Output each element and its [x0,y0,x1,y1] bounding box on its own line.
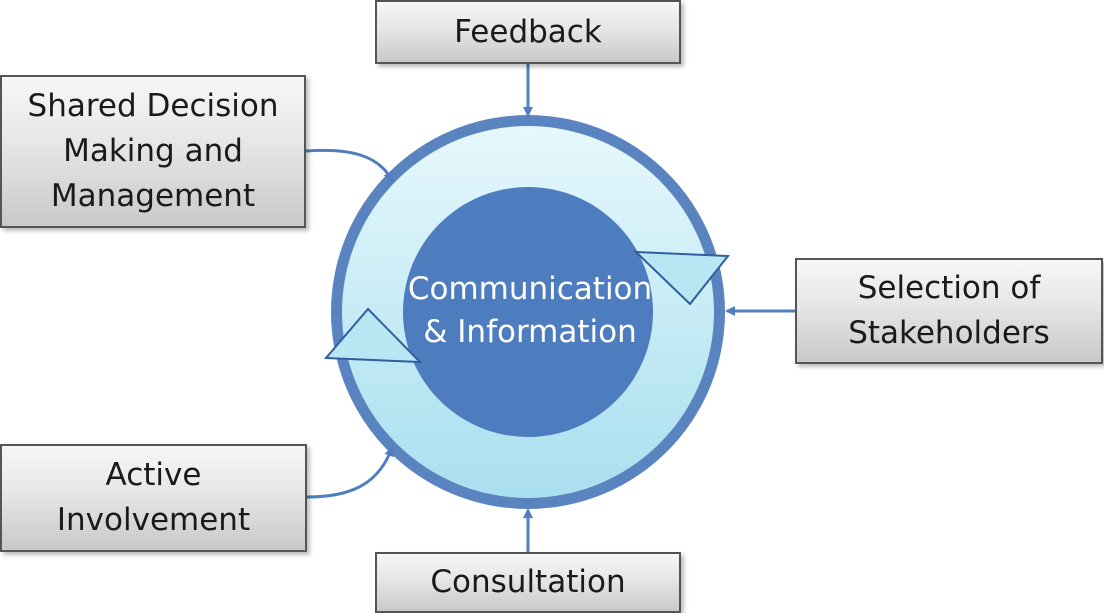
connector-active [306,446,394,499]
node-label: Feedback [454,13,602,50]
inner-disc [403,187,653,437]
center-label-line: & Information [423,314,637,350]
node-selection-of-stakeholders: Selection of Stakeholders [795,258,1103,364]
node-label: Consultation [430,564,626,600]
node-label: Management [50,178,256,214]
node-label: Stakeholders [848,315,1050,351]
ring-arrowhead-left [323,307,423,364]
node-feedback: Feedback [375,0,681,64]
node-label: Involvement [56,502,251,538]
node-label: Selection of [857,270,1041,306]
node-shared-decision-making: Shared Decision Making and Management [0,75,306,228]
node-consultation: Consultation [375,552,681,613]
center-label: Communication & Information [380,268,680,354]
center-label-line: Communication [407,271,653,307]
node-label: Active [105,457,202,493]
connector-shared-decision [305,148,394,182]
node-label: Making and [63,133,243,169]
node-active-involvement: Active Involvement [0,444,307,552]
ring-arrowhead-right [633,250,730,306]
node-label: Shared Decision [27,88,279,124]
